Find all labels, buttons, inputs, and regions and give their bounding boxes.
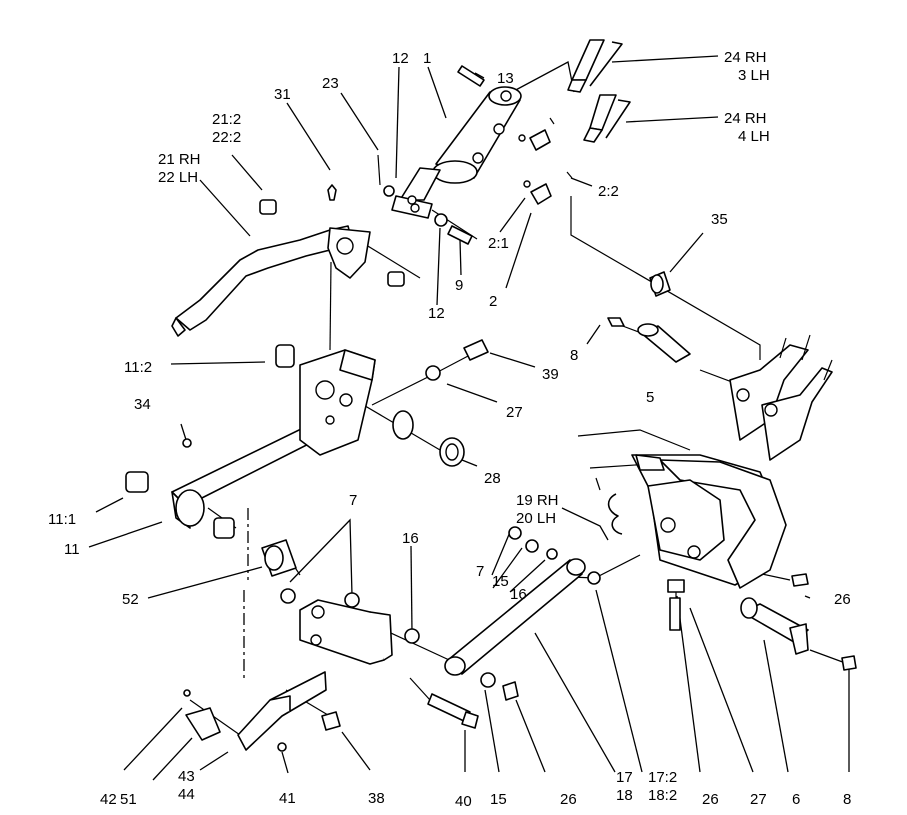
callout-22-2: 22:2: [212, 129, 241, 146]
callout-23: 23: [322, 75, 339, 92]
clevis-pins-washers: [377, 65, 485, 245]
callout-34: 34: [134, 396, 151, 413]
callout-22lh: 22 LH: [158, 169, 198, 186]
callout-12-upper: 12: [392, 50, 409, 67]
callout-31: 31: [274, 86, 291, 103]
callout-2: 2: [489, 293, 497, 310]
callout-21rh: 21 RH: [158, 151, 201, 168]
callout-11-2: 11:2: [124, 359, 152, 376]
callout-26-bottom-a: 26: [560, 791, 577, 808]
callout-43: 43: [178, 768, 195, 785]
callout-16-lower: 16: [510, 586, 527, 603]
pedal-arm: [171, 184, 371, 337]
callout-27-upper: 27: [506, 404, 523, 421]
callout-24rh-upper: 24 RH: [724, 49, 767, 66]
callout-40: 40: [455, 793, 472, 810]
callout-41: 41: [279, 790, 296, 807]
callout-35: 35: [711, 211, 728, 228]
callout-39: 39: [542, 366, 559, 383]
callout-26-right: 26: [834, 591, 851, 608]
callout-17-2: 17:2: [648, 769, 677, 786]
callout-1: 1: [423, 50, 431, 67]
bolts-right: [667, 573, 809, 631]
callout-26-bottom-b: 26: [702, 791, 719, 808]
callout-2-2: 2:2: [598, 183, 619, 200]
callout-42: 42: [100, 791, 117, 808]
pin-6-bolt-8: [740, 597, 857, 671]
callout-labels: 13 24 RH 3 LH 24 RH 4 LH 12 1 23 31 21:2…: [48, 49, 851, 810]
callout-11-1: 11:1: [48, 511, 76, 528]
pin-5-bolt-8: [607, 317, 691, 363]
callout-38: 38: [368, 790, 385, 807]
pedal-bushings: [259, 199, 405, 287]
pivot-shaft-assembly: [171, 349, 376, 529]
callout-17: 17: [616, 769, 633, 786]
lower-bracket: [183, 671, 341, 752]
callout-27-lower: 27: [750, 791, 767, 808]
callout-21-2: 21:2: [212, 111, 241, 128]
callout-8-upper: 8: [570, 347, 578, 364]
callout-6: 6: [792, 791, 800, 808]
hose-fittings: [518, 117, 573, 205]
callout-18-2: 18:2: [648, 787, 677, 804]
hydraulic-hoses: [567, 39, 631, 143]
callout-28: 28: [484, 470, 501, 487]
callout-51: 51: [120, 791, 137, 808]
nut-34: [182, 438, 192, 448]
callout-44: 44: [178, 786, 195, 803]
callout-5: 5: [646, 389, 654, 406]
assembly-center-lines: [189, 196, 849, 736]
callout-7-lower: 7: [476, 563, 484, 580]
spacer-52: [261, 539, 297, 577]
bolt-39-washers: [392, 339, 489, 467]
bracket-7: [280, 588, 420, 665]
callout-24rh-lower: 24 RH: [724, 110, 767, 127]
bushing-35: [649, 271, 671, 297]
callout-19rh: 19 RH: [516, 492, 559, 509]
callout-3lh: 3 LH: [738, 67, 770, 84]
swing-arms: [729, 334, 833, 461]
leader-lines: [88, 55, 850, 781]
callout-52: 52: [122, 591, 139, 608]
callout-2-1: 2:1: [488, 235, 509, 252]
hydraulic-cylinder: [391, 86, 522, 219]
bushings-11: [125, 344, 295, 539]
callout-15-lower: 15: [490, 791, 507, 808]
callout-7-upper: 7: [349, 492, 357, 509]
callout-20lh: 20 LH: [516, 510, 556, 527]
callout-18: 18: [616, 787, 633, 804]
deck-frame: [577, 429, 787, 589]
callout-16-upper: 16: [402, 530, 419, 547]
callout-13: 13: [497, 70, 514, 87]
washers-15-16: [508, 526, 558, 560]
callout-4lh: 4 LH: [738, 128, 770, 145]
callout-11: 11: [64, 541, 80, 558]
callout-12-lower: 12: [428, 305, 445, 322]
bolt-40: [427, 693, 479, 729]
callout-8-lower: 8: [843, 791, 851, 808]
callout-15-upper: 15: [492, 573, 509, 590]
callout-9: 9: [455, 277, 463, 294]
link-rod: [444, 558, 601, 701]
